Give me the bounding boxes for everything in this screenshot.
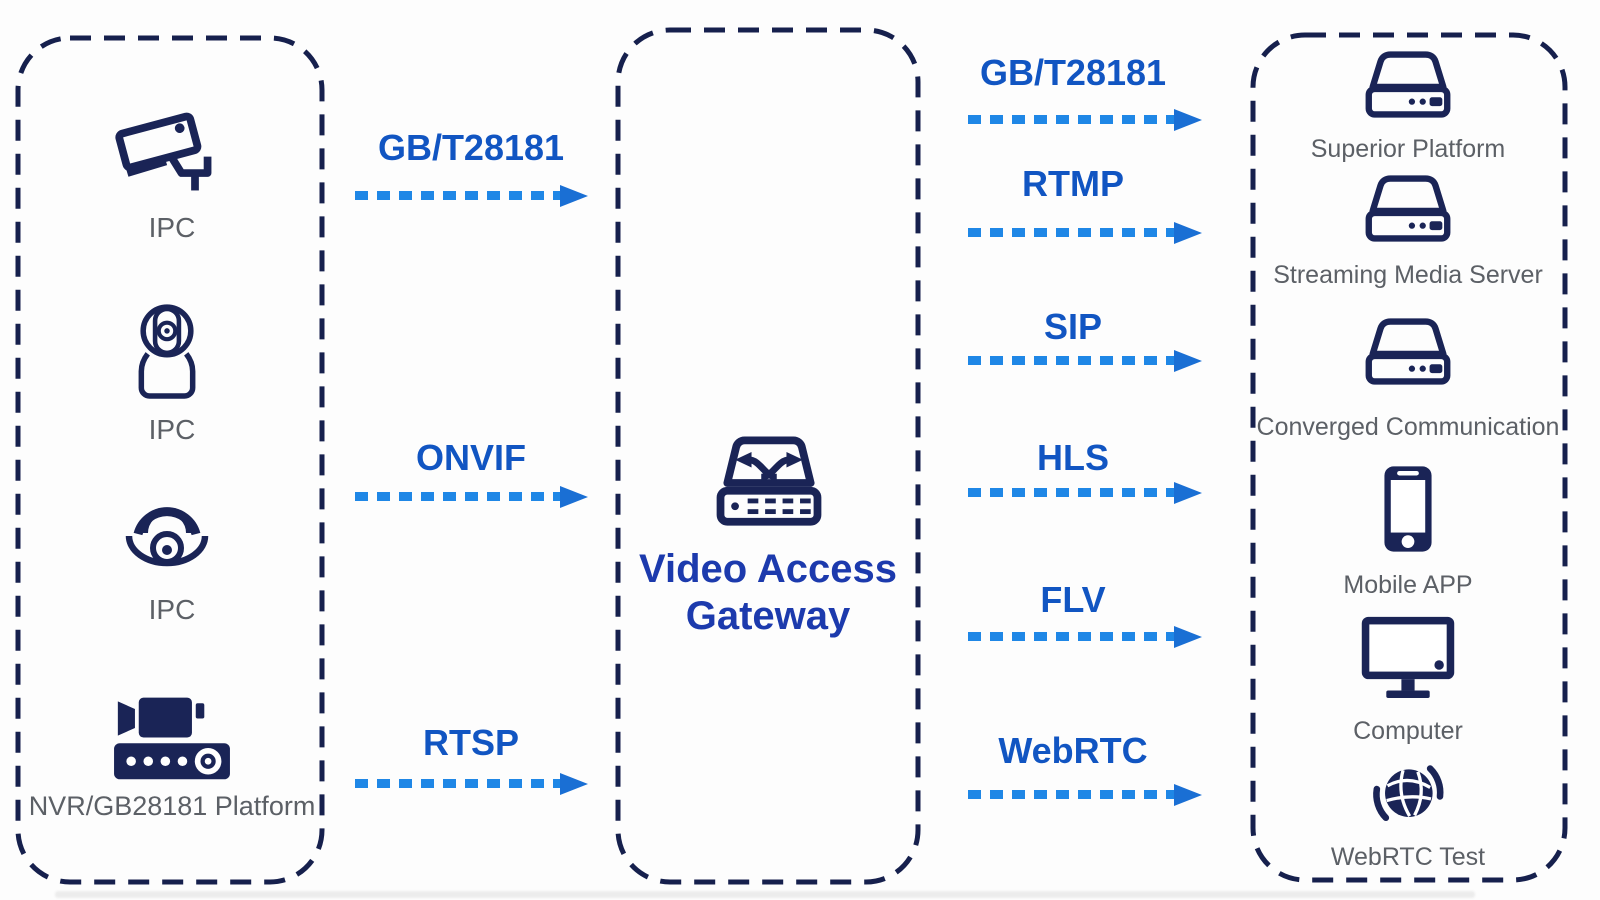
gateway-title-line2: Gateway xyxy=(685,594,851,638)
dashed-arrow-line xyxy=(355,779,560,788)
gateway-title: Video Access Gateway xyxy=(568,546,968,640)
arrow-head xyxy=(1174,109,1202,131)
watermark-smudge xyxy=(55,891,1475,898)
device-label: Computer xyxy=(1353,717,1463,745)
ingress-protocol-label: ONVIF xyxy=(415,437,526,478)
device-label: NVR/GB28181 Platform xyxy=(28,791,316,821)
arrow-head xyxy=(560,486,588,508)
device-label: Mobile APP xyxy=(1343,571,1473,599)
arrow-head xyxy=(1174,350,1202,372)
egress-protocol-label: SIP xyxy=(1043,306,1103,347)
dashed-arrow-line xyxy=(968,115,1174,124)
dashed-arrow-line xyxy=(968,632,1174,641)
arrow-head xyxy=(1174,222,1202,244)
egress-protocol-label: WebRTC xyxy=(998,730,1148,771)
switch-icon xyxy=(716,436,822,526)
dome-camera-icon xyxy=(125,507,209,567)
dashed-arrow-line xyxy=(968,356,1174,365)
nvr-icon xyxy=(114,697,230,780)
arrow-head xyxy=(1174,482,1202,504)
device-label: IPC xyxy=(148,594,196,625)
server-icon xyxy=(1365,318,1451,385)
device-label: IPC xyxy=(148,414,196,445)
computer-monitor-icon xyxy=(1361,616,1455,699)
arrow-head xyxy=(1174,784,1202,806)
camera-sources-panel-border xyxy=(15,35,325,885)
dashed-arrow-line xyxy=(968,790,1174,799)
egress-protocol-label: FLV xyxy=(1040,579,1106,620)
ptz-camera-icon xyxy=(138,304,196,399)
server-icon xyxy=(1365,51,1451,118)
arrow-head xyxy=(1174,626,1202,648)
dashed-arrow-line xyxy=(968,488,1174,497)
ingress-protocol-label: RTSP xyxy=(422,722,519,763)
dashed-arrow-line xyxy=(355,191,560,200)
dashed-arrow-line xyxy=(968,228,1174,237)
ingress-protocol-label: GB/T28181 xyxy=(377,127,565,168)
bullet-camera-icon xyxy=(115,112,212,191)
device-label: IPC xyxy=(148,212,196,243)
dashed-arrow-line xyxy=(355,492,560,501)
globe-icon xyxy=(1373,765,1444,822)
egress-protocol-label: GB/T28181 xyxy=(979,52,1167,93)
mobile-phone-icon xyxy=(1384,466,1432,552)
device-label: Converged Communication xyxy=(1256,413,1560,441)
clients-panel-border xyxy=(1250,32,1568,883)
gateway-panel-border xyxy=(615,27,921,885)
arrow-head xyxy=(560,773,588,795)
arrow-head xyxy=(560,185,588,207)
server-icon xyxy=(1365,175,1451,242)
device-label: Superior Platform xyxy=(1310,135,1506,163)
device-label: Streaming Media Server xyxy=(1273,261,1543,289)
device-label: WebRTC Test xyxy=(1330,843,1486,871)
egress-protocol-label: HLS xyxy=(1037,437,1109,478)
gateway-title-line1: Video Access xyxy=(639,547,897,591)
egress-protocol-label: RTMP xyxy=(1022,163,1124,204)
